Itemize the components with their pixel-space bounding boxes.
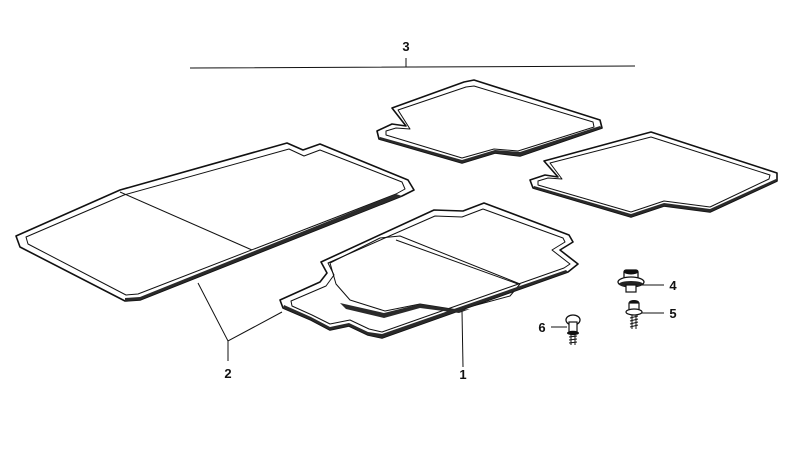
push-fastener-icon [565,314,581,345]
callout-6: 6 [538,320,545,335]
screw-fastener-icon [625,300,643,329]
callout-5: 5 [669,306,676,321]
front-floor-mat [279,202,579,339]
callout-2: 2 [224,366,231,381]
callout-4: 4 [669,278,677,293]
leader-lines [189,58,664,368]
callout-1: 1 [459,367,466,382]
leader-1 [461,310,464,368]
leader-3 [189,58,636,69]
rear-floor-mat-small-top [376,79,603,164]
rear-floor-mat-small-right [529,131,778,218]
rear-floor-mat-large [15,142,415,302]
callout-3: 3 [402,39,409,54]
leader-2 [197,282,283,361]
retaining-clip-icon [617,269,645,293]
